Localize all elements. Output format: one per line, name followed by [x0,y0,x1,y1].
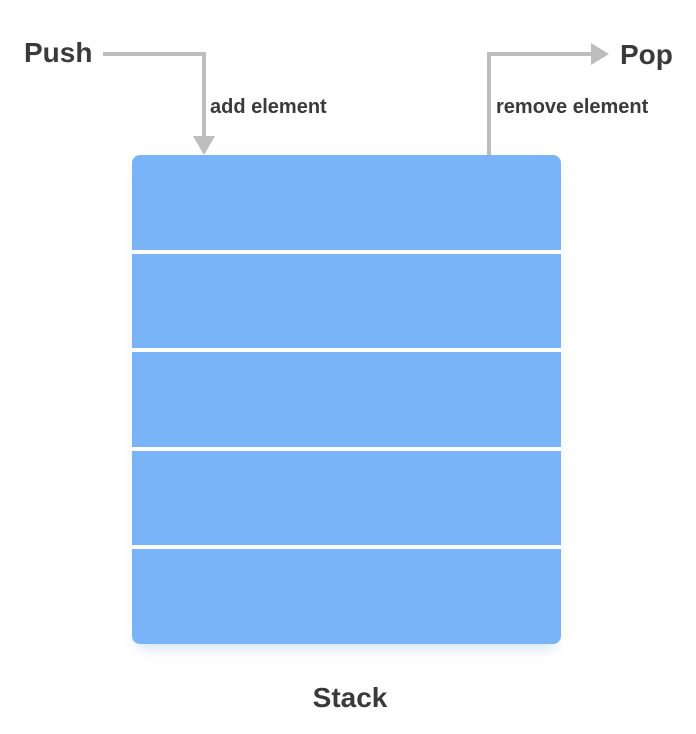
remove-element-label: remove element [496,96,649,118]
push-arrow-line [103,52,206,138]
stack-slot [132,549,561,644]
pop-arrow-line [487,52,593,155]
add-element-label: add element [210,96,327,118]
stack-slot [132,155,561,250]
stack-container [132,155,561,644]
stack-slot [132,253,561,349]
stack-slot [132,352,561,447]
push-arrow-head [193,136,215,155]
pop-arrow-head [591,43,609,65]
pop-arrow [487,43,609,155]
push-arrow [103,52,215,155]
stack-slot [132,450,561,546]
stack-label: Stack [312,682,388,713]
pop-label: Pop [620,39,673,70]
push-label: Push [24,37,93,68]
